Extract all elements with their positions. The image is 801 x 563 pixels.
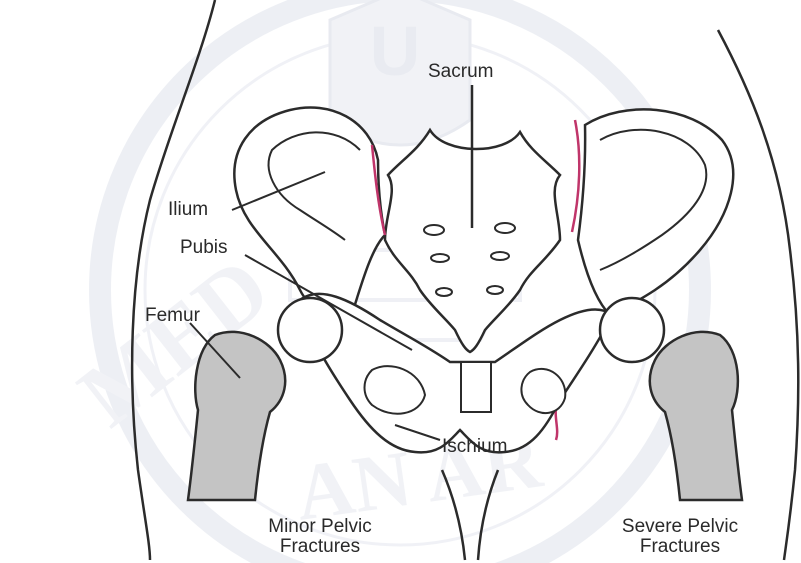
- left-acetabulum: [278, 298, 342, 362]
- right-acetabulum: [600, 298, 664, 362]
- sacrum-label: Sacrum: [428, 62, 493, 81]
- watermark-initial: U: [370, 12, 421, 90]
- pubis-label: Pubis: [180, 238, 228, 257]
- ilium-label: Ilium: [168, 200, 208, 219]
- severe-fractures-caption: Severe Pelvic Fractures: [580, 517, 780, 557]
- pubic-symphysis: [461, 362, 491, 412]
- sacroiliac-fracture-right: [572, 120, 579, 232]
- severe-caption-line1: Severe Pelvic: [580, 517, 780, 537]
- severe-caption-line2: Fractures: [580, 537, 780, 557]
- minor-caption-line1: Minor Pelvic: [220, 517, 420, 537]
- left-femur: [188, 332, 285, 500]
- minor-caption-line2: Fractures: [220, 537, 420, 557]
- ischium-label: Ischium: [442, 437, 507, 456]
- femur-label: Femur: [145, 306, 200, 325]
- minor-fractures-caption: Minor Pelvic Fractures: [220, 517, 420, 557]
